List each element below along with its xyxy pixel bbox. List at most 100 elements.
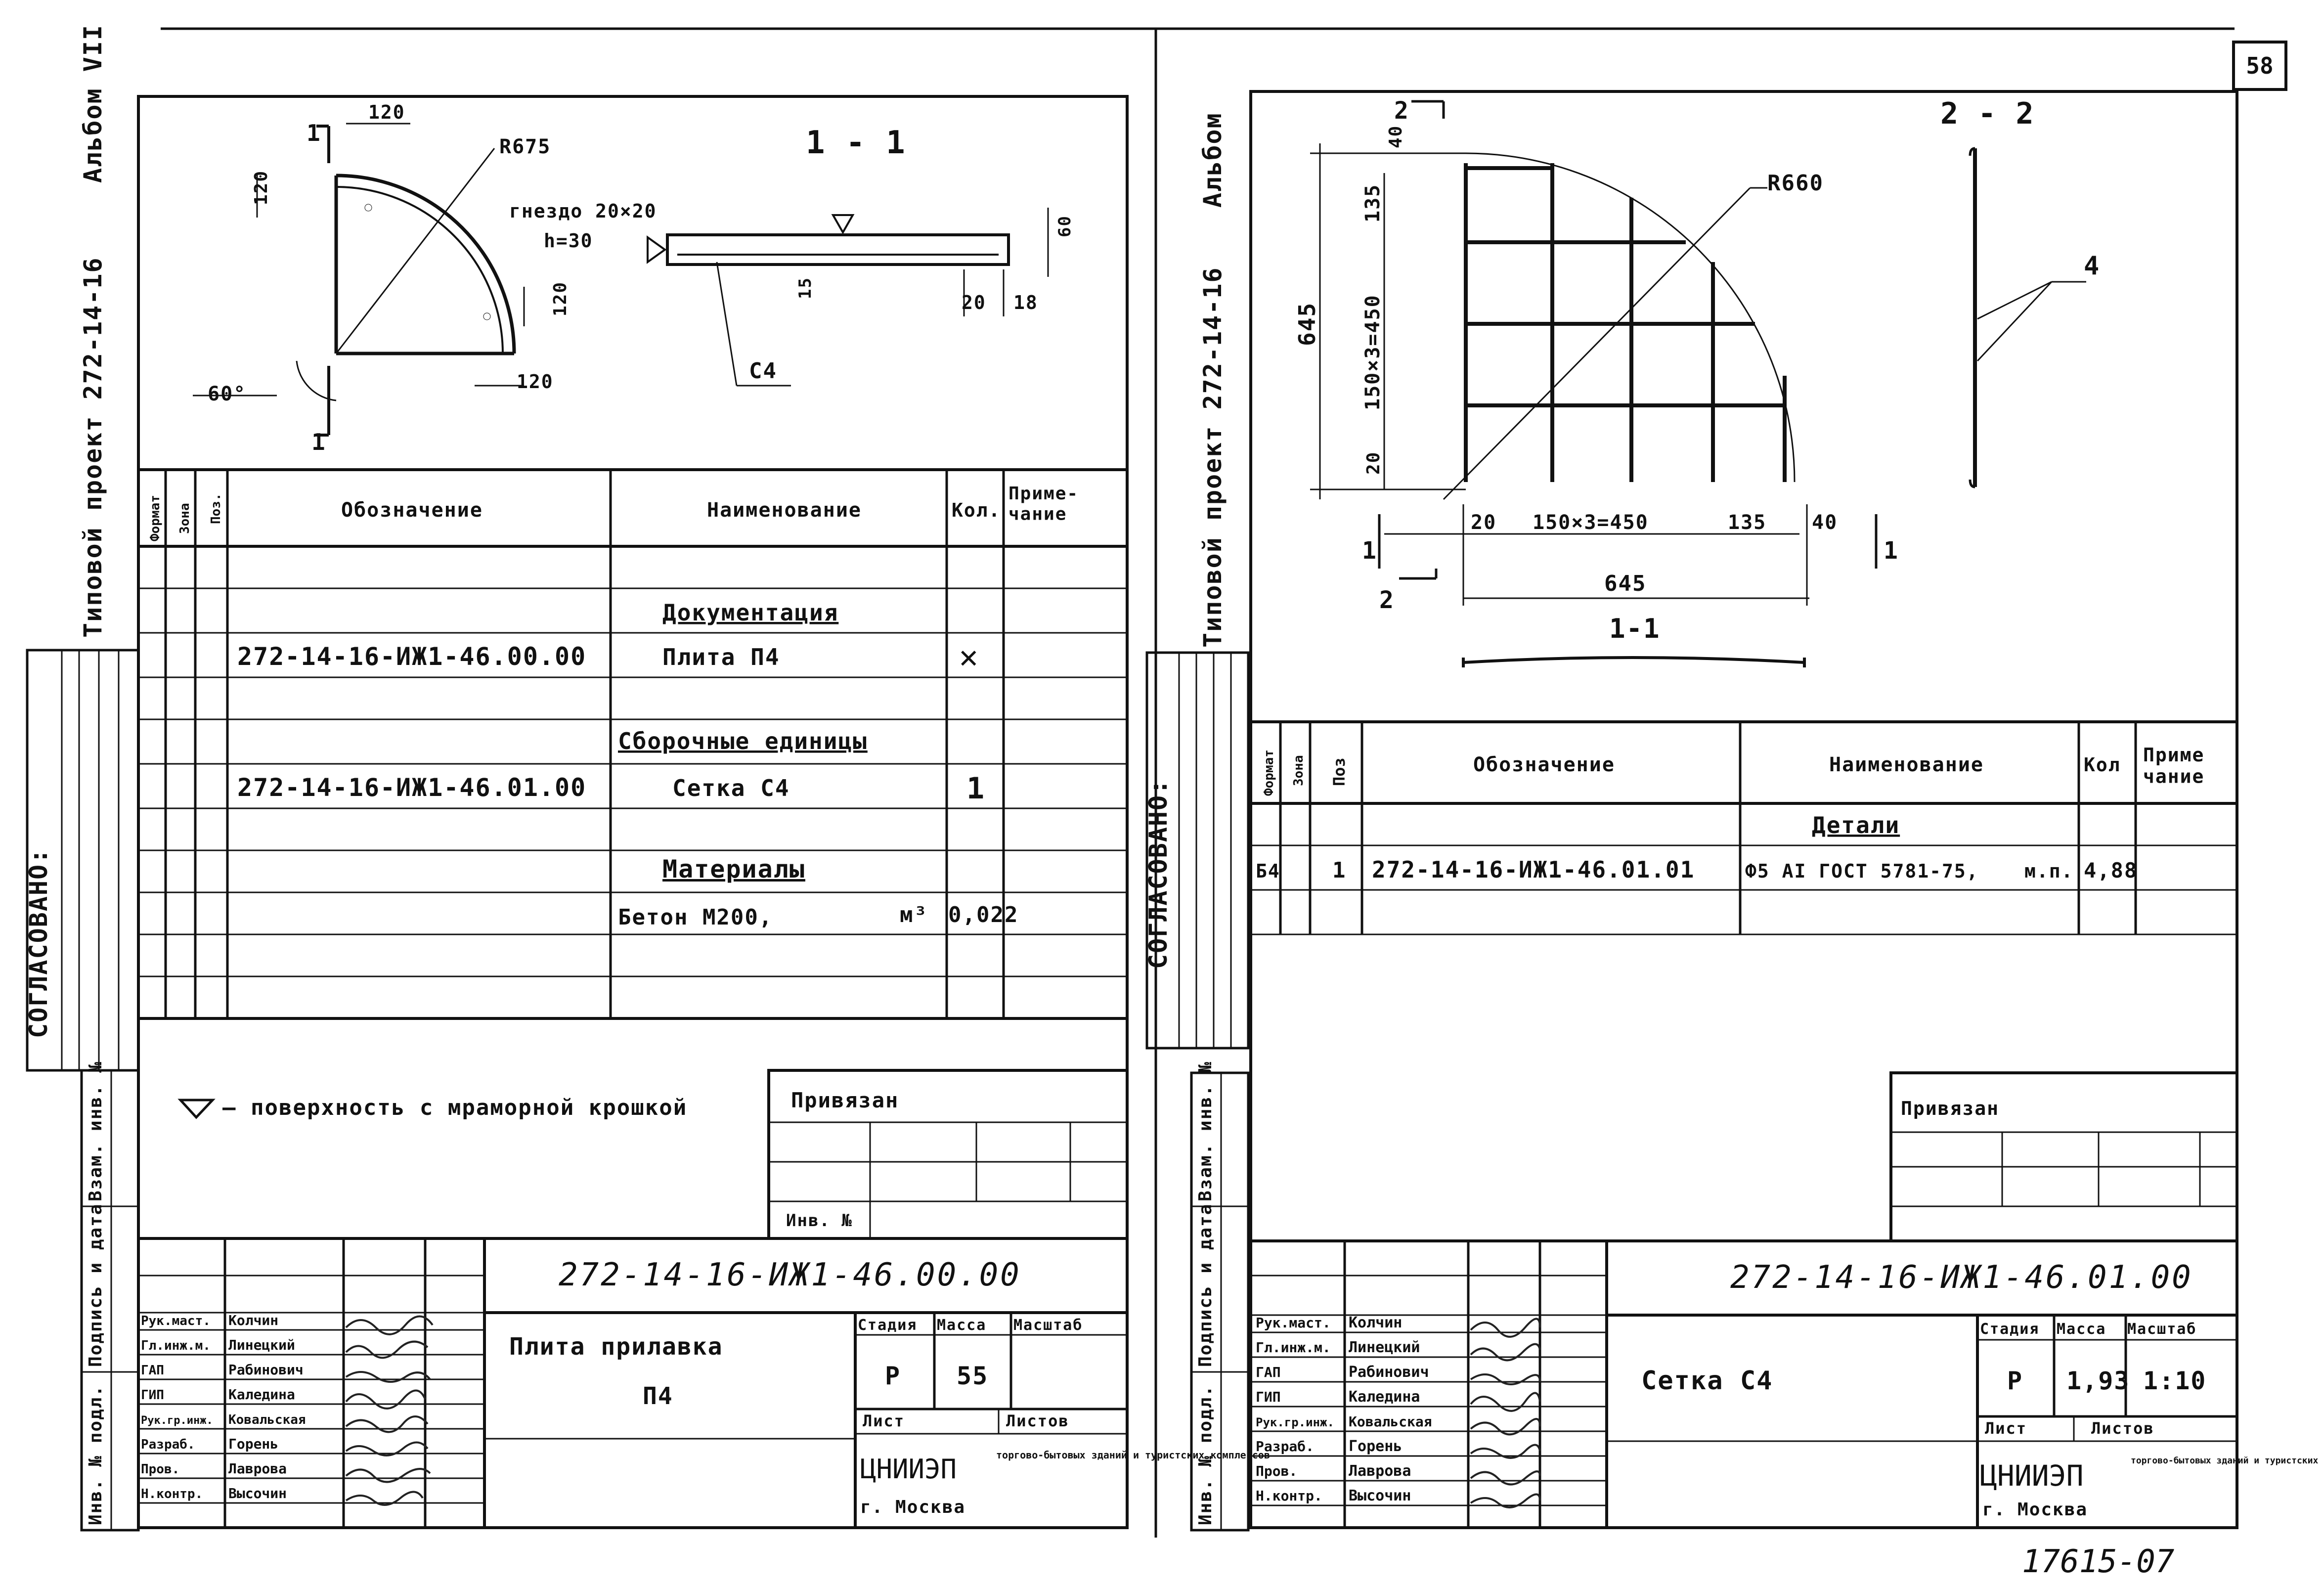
left-tb-person: Лаврова	[228, 1460, 287, 1477]
left-tb-org-desc: торгово-бытовых зданий и туристских комп…	[996, 1449, 1270, 1461]
left-side-project: Типовой проект 272-14-16	[79, 257, 107, 638]
right-tb-stage: Р	[2007, 1367, 2023, 1395]
right-spec-section-details: Детали	[1812, 812, 1900, 838]
right-tb-org-desc: торгово-бытовых зданий и туристских комп…	[2131, 1456, 2324, 1466]
right-spec-h-zone: Зона	[1291, 755, 1306, 786]
right-tb-person: Линецкий	[1349, 1339, 1420, 1356]
right-tb-scale: 1:10	[2143, 1367, 2206, 1395]
left-cut-1-top: 1	[307, 120, 321, 146]
right-dim-645-v: 645	[1294, 302, 1320, 346]
left-spec-doc-qty: ✕	[959, 639, 978, 675]
right-dim-135-h: 135	[1728, 511, 1766, 534]
left-tb-role: Гл.инж.м.	[141, 1338, 211, 1353]
right-dim-450-h: 150×3=450	[1533, 511, 1649, 534]
left-tb-person: Рабинович	[228, 1362, 304, 1378]
right-dim-20-h: 20	[1471, 511, 1496, 534]
right-signatures	[1470, 1318, 1541, 1508]
left-signatures	[345, 1315, 434, 1506]
left-dim-120-left: 120	[251, 170, 271, 205]
left-tb-sheet-h: Лист	[863, 1412, 905, 1430]
left-tb-role: Н.контр.	[141, 1487, 203, 1501]
left-side-label-sign: Подпись и дата	[86, 1203, 106, 1367]
left-spec-asm-qty: 1	[966, 771, 985, 806]
right-spec-row-designation: 272-14-16-ИЖ1-46.01.01	[1372, 856, 1695, 883]
left-tb-person: Каледина	[228, 1386, 295, 1403]
left-spec-section-docs: Документация	[662, 599, 838, 626]
left-spec-table	[138, 470, 1127, 1020]
right-side-label-sign: Подпись и дата	[1195, 1203, 1216, 1367]
right-tb-mass: 1,93	[2066, 1367, 2130, 1395]
left-tb-people: Колчин Линецкий Рабинович Каледина Ковал…	[228, 1312, 306, 1501]
left-side-agreed: СОГЛАСОВАНО:	[24, 848, 53, 1038]
right-spec-row-format: Б4	[1256, 860, 1280, 882]
left-spec-h-note: Приме-чание	[1009, 484, 1079, 524]
right-cut-1-left: 1	[1362, 537, 1377, 565]
left-tb-role: Рук.маст.	[141, 1314, 211, 1328]
right-r-label: R660	[1767, 171, 1824, 196]
right-tb-role: Рук.маст.	[1256, 1315, 1331, 1331]
left-tb-stage: Р	[885, 1362, 901, 1390]
left-spec-h-zone: Зона	[177, 503, 192, 534]
left-dim-20: 20	[962, 292, 986, 313]
left-tb-mass: 55	[957, 1362, 988, 1390]
left-title-block	[138, 1237, 1127, 1528]
left-tb-org-city: г. Москва	[860, 1497, 965, 1517]
left-spec-mat-unit: м³	[900, 902, 928, 927]
right-tb-scale-h: Масштаб	[2127, 1321, 2196, 1338]
right-tb-people: Колчин Линецкий Рабинович Каледина Ковал…	[1349, 1314, 1432, 1504]
right-tb-role: ГАП	[1256, 1364, 1281, 1380]
right-dim-40-v: 40	[1386, 125, 1406, 148]
left-tb-role: ГАП	[141, 1363, 164, 1378]
right-cut-1-right: 1	[1884, 537, 1899, 565]
right-spec-row-pos: 1	[1332, 858, 1347, 883]
left-spec-doc-name: Плита П4	[662, 644, 780, 670]
left-spec-h-format: Формат	[148, 495, 163, 541]
right-side-agreed: СОГЛАСОВАНО:	[1144, 779, 1173, 969]
right-tb-person: Горень	[1349, 1438, 1402, 1455]
left-spec-asm-name: Сетка С4	[672, 775, 790, 801]
right-spec-table	[1251, 722, 2237, 935]
left-spec-section-asm: Сборочные единицы	[618, 728, 868, 754]
right-tb-name-line1: Сетка С4	[1641, 1366, 1773, 1396]
left-tb-sheets-h: Листов	[1006, 1412, 1069, 1430]
right-dim-645-h: 645	[1604, 571, 1646, 596]
right-sheet: Альбом Типовой проект 272-14-16 СОГЛАСОВ…	[1144, 90, 2324, 1532]
right-spec-h-designation: Обозначение	[1473, 753, 1615, 776]
left-tb-role: Рук.гр.инж.	[141, 1414, 213, 1427]
left-c4-label: С4	[749, 358, 777, 384]
left-cut-1-bottom: 1	[311, 429, 326, 455]
left-privyazan: Привязан	[791, 1088, 899, 1112]
left-spec-h-pos: Поз.	[209, 493, 223, 524]
right-dim-40-h: 40	[1812, 511, 1838, 534]
right-section-bottom: 1-1	[1609, 613, 1661, 644]
right-side-project: Типовой проект 272-14-16	[1198, 267, 1227, 648]
right-dim-135-v: 135	[1361, 184, 1384, 222]
left-dim-120-right: 120	[550, 281, 570, 316]
left-side-label-repl: Взам. инв. №	[86, 1061, 106, 1201]
left-tb-person: Высочин	[228, 1485, 287, 1501]
right-spec-h-pos: Поз	[1330, 757, 1349, 786]
left-r-label: R675	[499, 135, 551, 158]
left-dim-120-top: 120	[368, 101, 405, 123]
left-nest-h: h=30	[544, 230, 593, 252]
left-spec-mat-qty: 0,022	[948, 902, 1018, 927]
left-sheet: Альбом VII Типовой проект 272-14-16 СОГЛ…	[24, 24, 1270, 1532]
right-spec-h-qty: Кол	[2084, 754, 2121, 776]
left-tb-person: Горень	[228, 1436, 278, 1452]
right-dim-450-v: 150×3=450	[1361, 294, 1384, 410]
right-tb-role: Пров.	[1256, 1463, 1297, 1479]
left-side-album: Альбом VII	[79, 24, 107, 183]
left-spec-doc-designation: 272-14-16-ИЖ1-46.00.00	[237, 642, 586, 671]
left-tb-role: ГИП	[141, 1388, 164, 1403]
right-tb-role: Н.контр.	[1256, 1488, 1322, 1504]
left-dim-120-bottom: 120	[517, 371, 554, 393]
left-spec-h-name: Наименование	[707, 499, 862, 522]
right-tb-person: Рабинович	[1349, 1364, 1429, 1381]
left-tb-name-line2: П4	[643, 1382, 673, 1410]
right-pos-4: 4	[2084, 251, 2100, 281]
left-tb-stage-h: Стадия	[858, 1317, 917, 1334]
right-tb-role: Разраб.	[1256, 1438, 1314, 1455]
mesh-plan	[1310, 100, 2086, 667]
